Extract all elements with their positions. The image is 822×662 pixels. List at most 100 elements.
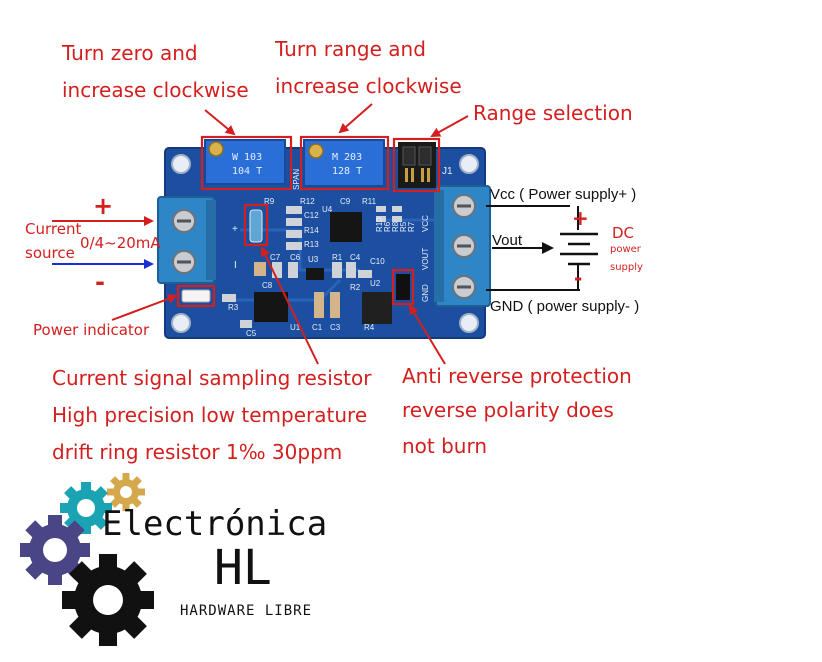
j1-silk: J1: [442, 166, 453, 177]
source-minus-sign: -: [95, 268, 105, 296]
pot1-marking-top: W 103: [232, 152, 262, 163]
smd-components: [222, 206, 402, 328]
silk-r10: R10: [375, 217, 384, 232]
silk-c5: C5: [246, 329, 257, 338]
silk-vout: VOUT: [421, 248, 430, 270]
battery-icon: [560, 232, 598, 266]
highlight-boxes: [176, 135, 441, 308]
logo-tagline: HARDWARE LIBRE: [180, 603, 313, 619]
silk-c7: C7: [270, 253, 281, 262]
silk-r12: R12: [300, 197, 315, 206]
gear-purple-icon: [20, 515, 90, 585]
silk-i: I: [234, 260, 237, 271]
diode-highlight: [391, 268, 415, 306]
jumper-arrow: [430, 115, 469, 137]
silk-c4: C4: [350, 253, 361, 262]
logo-initials: HL: [214, 540, 272, 596]
battery-plus-sign: +: [572, 206, 589, 230]
span-highlight: [299, 135, 390, 191]
ic-u4: [330, 212, 362, 242]
zero-arrow: [204, 109, 236, 136]
pot1-marking-bottom: 104 T: [232, 166, 262, 177]
ic-u3: [306, 268, 324, 280]
silk-c9: C9: [340, 197, 351, 206]
diode-u2: [396, 274, 410, 300]
gear-teal-icon: [60, 482, 112, 534]
diode-arrow: [408, 304, 446, 365]
silk-r2: R2: [350, 283, 361, 292]
anti-label-line2: reverse polarity does: [402, 398, 614, 422]
silk-c8: C8: [262, 281, 273, 290]
silk-plus: +: [232, 224, 238, 235]
current-range-label: 0/4~20mA: [80, 234, 161, 252]
silk-r8: R8: [391, 221, 400, 232]
battery-minus-sign: -: [574, 266, 583, 290]
gear-gold-icon: [107, 473, 145, 511]
gnd-label: GND ( power supply- ): [490, 298, 640, 315]
silk-r5: R5: [399, 221, 408, 232]
span-trimmer: M 203 128 T: [303, 139, 385, 187]
led-highlight: [176, 284, 216, 308]
silk-r1: R1: [332, 253, 343, 262]
sampling-label-line2: High precision low temperature: [52, 403, 368, 427]
regulator-r4: [362, 292, 392, 324]
silk-u3: U3: [308, 255, 319, 264]
input-terminal-block: [157, 196, 216, 284]
silk-c6: C6: [290, 253, 301, 262]
silk-c12: C12: [304, 211, 319, 220]
range-selection-label: Range selection: [473, 101, 633, 125]
silk-r4: R4: [364, 323, 375, 332]
sampling-label-line3: drift ring resistor 1‰ 30ppm: [52, 440, 343, 464]
silk-r6: R6: [383, 221, 392, 232]
zero-label-line1: Turn zero and: [62, 41, 198, 65]
span-silk: SPAN: [292, 169, 301, 190]
silk-r9: R9: [264, 197, 275, 206]
pot2-marking-top: M 203: [332, 152, 362, 163]
sampling-label-line1: Current signal sampling resistor: [52, 366, 372, 390]
anti-label-line1: Anti reverse protection: [402, 364, 632, 388]
silk-r13: R13: [304, 240, 319, 249]
led-arrow: [111, 294, 178, 321]
silk-c10: C10: [370, 257, 385, 266]
brass-screw-icon: [208, 141, 224, 157]
vout-label: Vout: [492, 232, 523, 249]
power-led: [181, 289, 211, 303]
range-label-line2: increase clockwise: [275, 74, 462, 98]
silk-r14: R14: [304, 226, 319, 235]
span-arrow: [338, 103, 373, 134]
gear-black-icon: [62, 554, 154, 646]
pot2-marking-bottom: 128 T: [332, 166, 362, 177]
silk-vcc: VCC: [421, 215, 430, 232]
silk-u4: U4: [322, 205, 333, 214]
range-jumper: [398, 142, 436, 188]
power-indicator-label: Power indicator: [33, 321, 150, 339]
sampling-arrow: [260, 246, 319, 365]
jumper-highlight: [392, 137, 441, 193]
silk-gnd: GND: [421, 284, 430, 302]
zero-trimmer: W 103 104 T: [204, 139, 286, 185]
silk-r7: R7: [407, 221, 416, 232]
source-plus-sign: +: [93, 192, 114, 220]
dc-supply-label: supply: [610, 262, 643, 273]
silk-u2: U2: [370, 279, 381, 288]
range-label-line1: Turn range and: [275, 37, 426, 61]
silk-r11: R11: [362, 197, 377, 206]
dc-power-label: power: [610, 244, 641, 255]
zero-label-line2: increase clockwise: [62, 78, 249, 102]
silk-c1: C1: [312, 323, 323, 332]
sampling-highlight: [243, 203, 269, 247]
current-source-line2: source: [25, 244, 75, 262]
silk-u1: U1: [290, 323, 301, 332]
silk-c3: C3: [330, 323, 341, 332]
ic-u1: [254, 292, 288, 322]
output-terminal-block: [434, 185, 491, 307]
zero-highlight: [200, 135, 293, 191]
sampling-resistor: [249, 209, 263, 243]
silk-r3: R3: [228, 303, 239, 312]
dc-label: DC: [612, 224, 635, 242]
vcc-label: Vcc ( Power supply+ ): [490, 186, 637, 203]
logo-name: Electrónica: [102, 504, 328, 544]
current-source-line1: Current: [25, 220, 82, 238]
anti-label-line3: not burn: [402, 434, 488, 458]
